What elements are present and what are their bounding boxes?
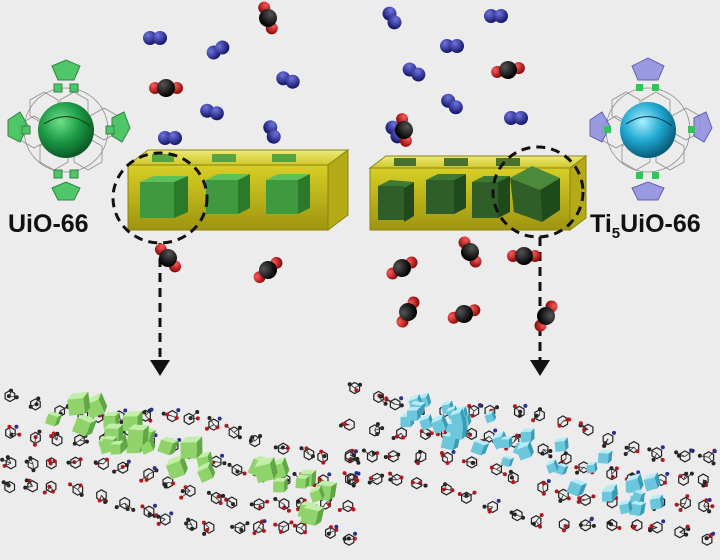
metal-cluster-cube [254, 456, 278, 483]
metal-cluster-cube [643, 472, 661, 492]
n2-molecule-icon [143, 31, 167, 45]
arrow-down-icon [530, 360, 550, 376]
cage-cube [510, 166, 560, 222]
co2-molecule-icon [447, 304, 481, 324]
metal-cluster-cube [180, 436, 203, 459]
metal-cluster-cube [597, 449, 613, 464]
co2-molecule-icon [507, 247, 541, 265]
metal-cluster-cube [520, 428, 535, 443]
co2-molecule-icon [491, 61, 525, 79]
metal-cluster-cube [44, 411, 62, 427]
co2-molecule-icon [253, 256, 283, 284]
metal-cluster-cube [406, 406, 421, 421]
metal-cluster-cube [546, 459, 559, 474]
n2-molecule-icon [484, 9, 508, 23]
co2-molecule-icon [154, 243, 182, 273]
cage-cube [472, 176, 510, 218]
co2-molecule-icon [395, 113, 413, 147]
metal-cluster-cube [300, 503, 325, 526]
metal-cluster-cube [602, 488, 616, 502]
metal-cluster-cube [449, 408, 466, 426]
metal-cluster-cube [586, 461, 598, 474]
co2-molecule-icon [258, 1, 278, 35]
metal-cluster-cube [101, 435, 118, 451]
metal-cluster-cube [166, 454, 188, 480]
ti5-uio66-membrane-slab [368, 155, 588, 231]
co2-molecule-icon [396, 296, 420, 328]
gas-molecules [143, 1, 558, 332]
cage-cube [426, 174, 466, 214]
n2-molecule-icon [158, 131, 182, 145]
metal-cluster-cube [484, 409, 497, 424]
metal-cluster-cube [309, 485, 325, 503]
metal-cluster-cube [625, 473, 644, 494]
metal-cluster-cube [430, 413, 449, 435]
uio66-label: UiO-66 [8, 210, 89, 238]
metal-cluster-cube [628, 500, 646, 517]
n2-molecule-icon [276, 71, 300, 89]
metal-cluster-cube [500, 436, 513, 449]
n2-molecule-icon [206, 40, 230, 60]
cage-cube [206, 174, 250, 214]
n2-molecule-icon [504, 111, 528, 125]
n2-molecule-icon [200, 103, 224, 121]
cage-cube [140, 176, 188, 218]
metal-cluster-cube [110, 440, 124, 455]
n2-molecule-icon [263, 120, 281, 144]
arrow-down-icon [150, 360, 170, 376]
uio66-framework-lattice [0, 388, 361, 546]
n2-molecule-icon [440, 39, 464, 53]
metal-cluster-cube [516, 440, 534, 461]
metal-cluster-cube [649, 494, 665, 510]
zoom-circle-left [111, 151, 209, 376]
n2-molecule-icon [382, 6, 402, 30]
ti5-uio66-label: Ti5UiO-66 [590, 210, 701, 242]
cage-cube [378, 180, 414, 222]
metal-cluster-cube [566, 478, 588, 497]
metal-cluster-cube [619, 499, 633, 515]
metal-cluster-cube [157, 436, 179, 456]
metal-cluster-cube [295, 475, 310, 489]
n2-molecule-icon [402, 62, 426, 82]
n2-molecule-icon [441, 93, 463, 115]
metal-cluster-cube [554, 437, 569, 453]
co2-molecule-icon [458, 236, 482, 268]
co2-molecule-icon [149, 79, 183, 97]
metal-cluster-cube [197, 461, 216, 483]
metal-cluster-cube [273, 477, 288, 493]
co2-molecule-icon [534, 300, 558, 332]
metal-cluster-cube [500, 455, 515, 468]
metal-cluster-cube [631, 489, 646, 503]
metal-cluster-cube [67, 391, 91, 416]
metal-cluster-cube [71, 414, 98, 437]
co2-molecule-icon [386, 256, 418, 280]
ti5-uio66-cluster-icon [589, 57, 713, 201]
ti5-uio66-framework-lattice [338, 381, 717, 546]
metal-cluster-cube [127, 424, 149, 446]
uio66-cluster-icon [7, 59, 131, 201]
uio66-membrane-slab [126, 149, 350, 231]
metal-cluster-cube [84, 392, 108, 419]
cage-cube [266, 174, 310, 214]
metal-cluster-cube [470, 439, 490, 456]
